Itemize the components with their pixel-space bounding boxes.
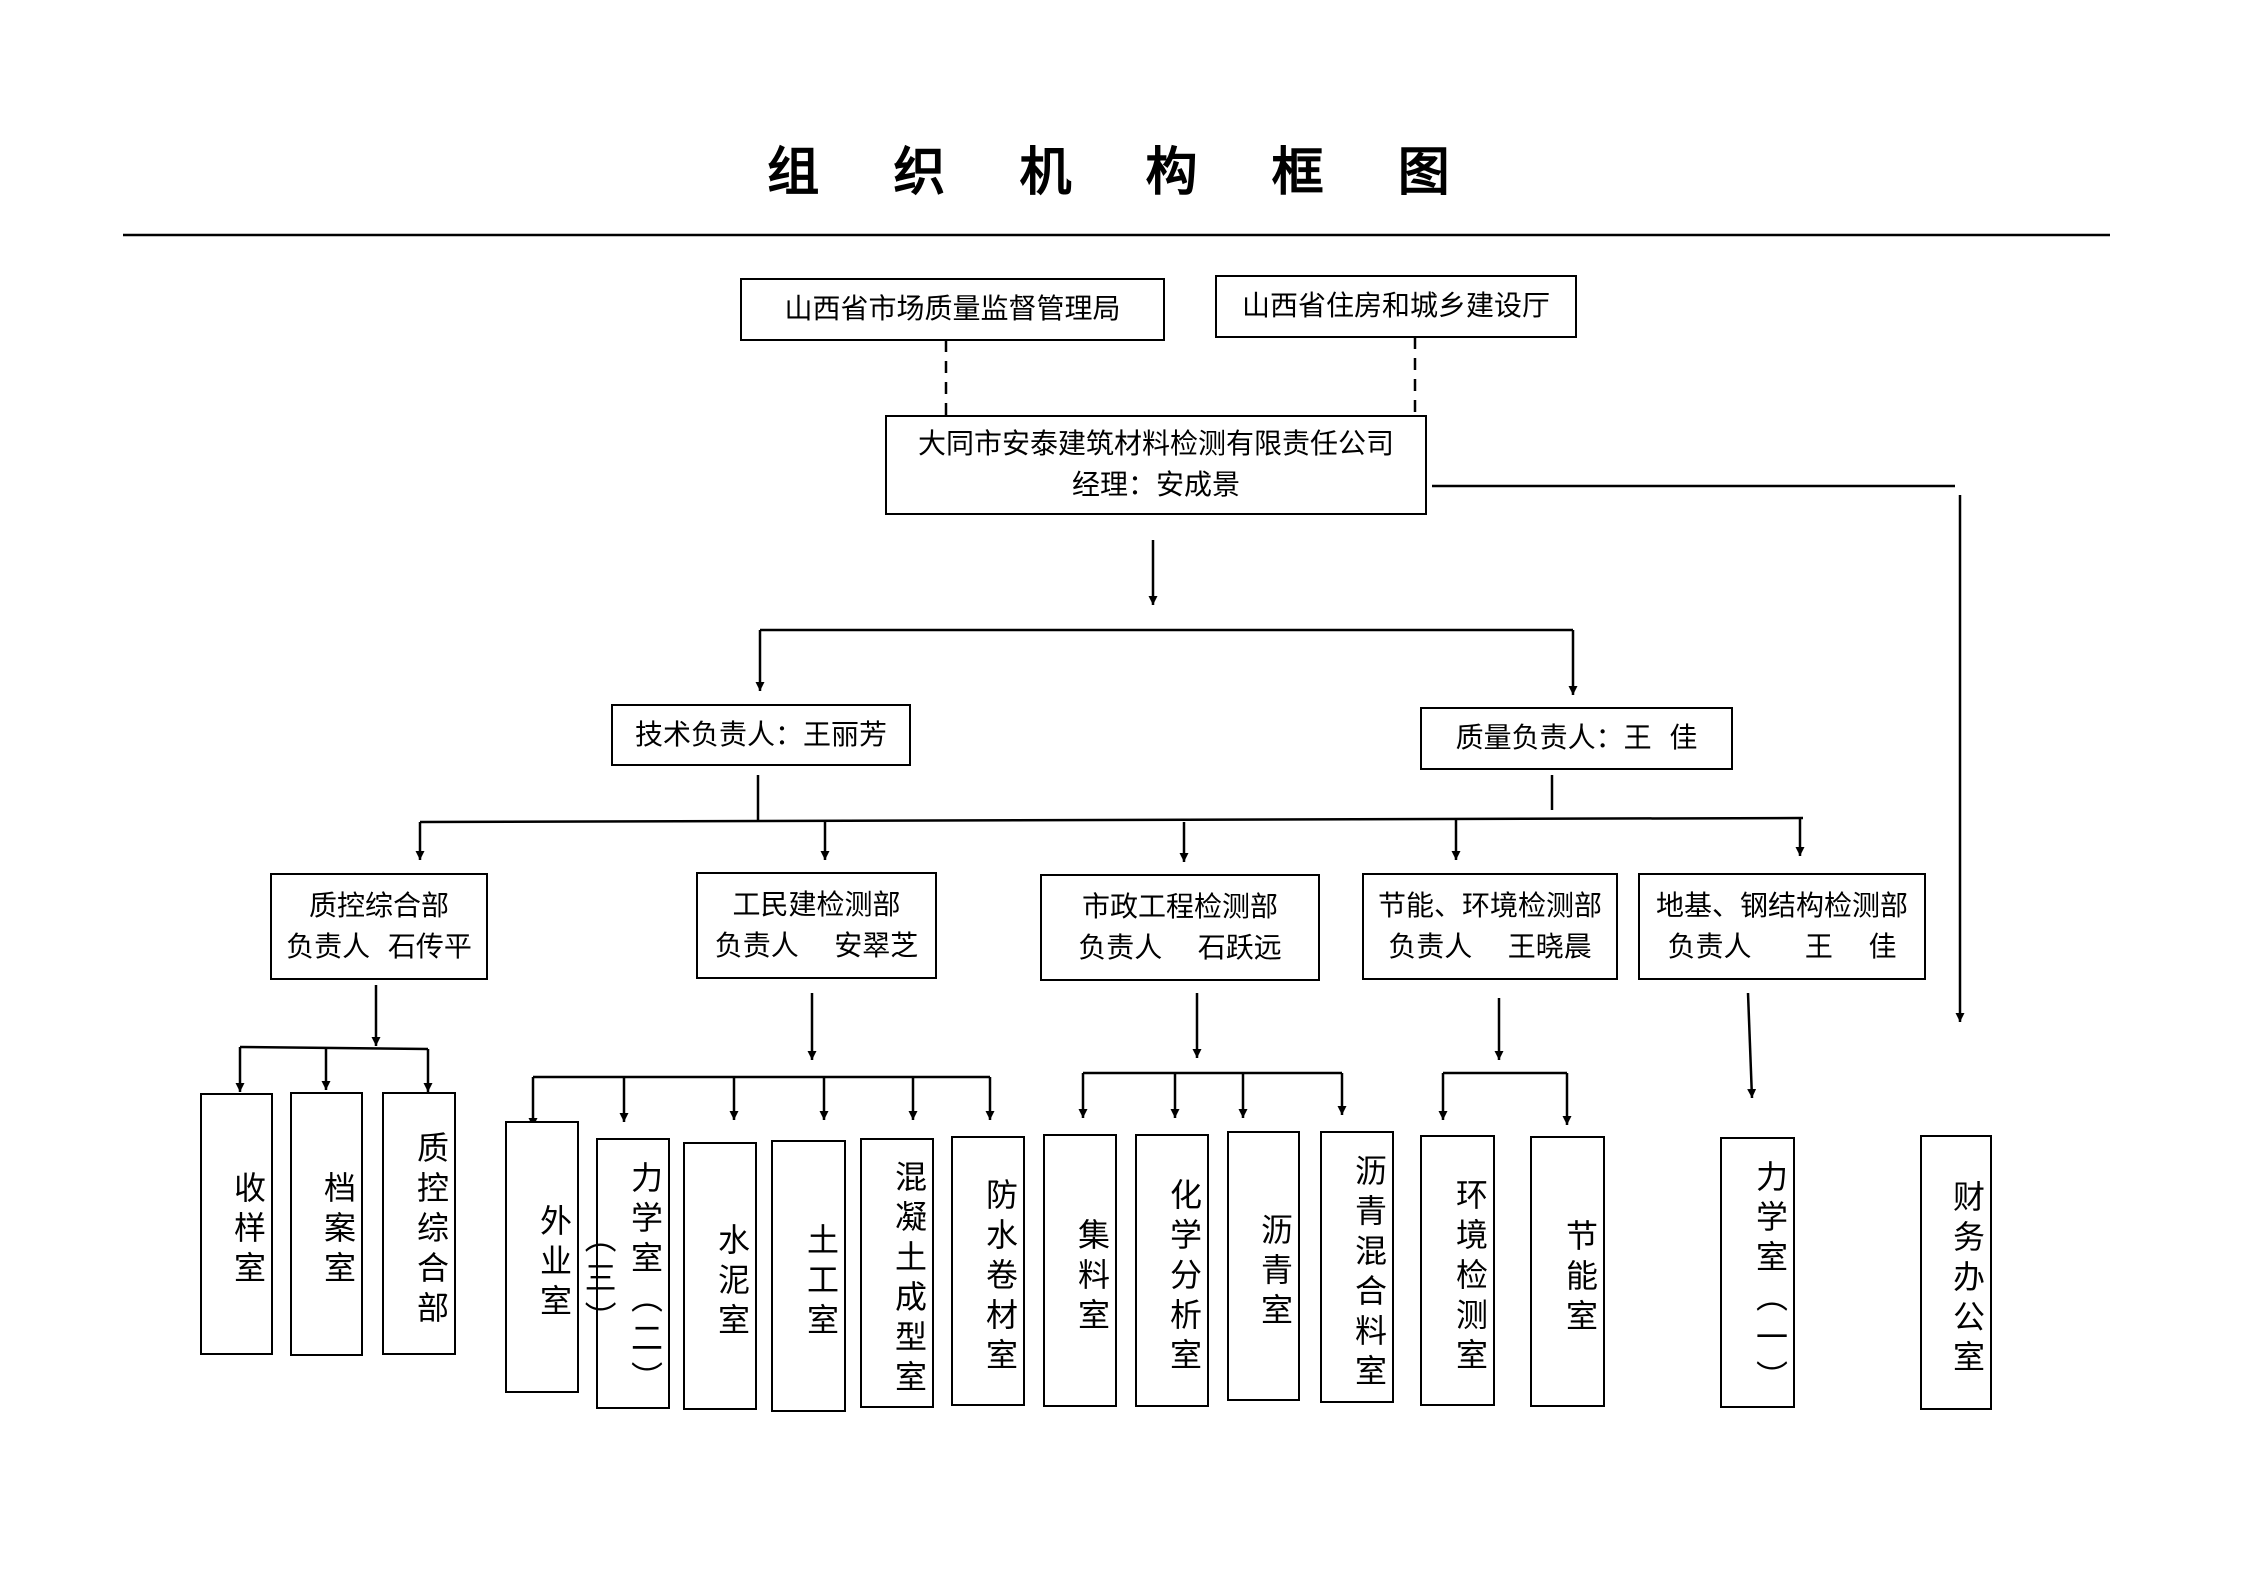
department-municipal-engineering: 市政工程检测部 负责人 石跃远	[1040, 874, 1320, 981]
department-head: 负责人 石跃远	[1078, 930, 1282, 964]
room-label: 集料室	[1073, 1217, 1111, 1338]
quality-lead-label: 质量负责人：王 佳	[1455, 721, 1698, 755]
room-label: 沥青室	[1256, 1213, 1294, 1333]
room-sample-receiving: 收样室	[200, 1093, 273, 1355]
room-archives: 档案室	[290, 1092, 363, 1356]
room-label: 节能室	[1561, 1218, 1599, 1339]
room-concrete-molding: 混凝土成型室	[860, 1138, 934, 1408]
room-label: 混凝土成型室	[890, 1160, 928, 1400]
room-label: 防水卷材室	[981, 1178, 1019, 1378]
department-name: 质控综合部	[308, 888, 449, 922]
qc-rooms-bus	[239, 1045, 429, 1051]
room-waterproof-membrane: 防水卷材室	[951, 1136, 1025, 1406]
department-quality-control: 质控综合部 负责人 石传平	[270, 873, 488, 980]
room-label: 水泥室	[713, 1223, 751, 1343]
department-head: 负责人 王 佳	[1667, 929, 1897, 963]
room-label: 化学分析室	[1165, 1177, 1203, 1378]
foundation-down-arrow	[1746, 992, 1757, 1099]
room-energy-saving: 节能室	[1530, 1136, 1605, 1407]
room-aggregate: 集料室	[1043, 1134, 1117, 1407]
department-name: 地基、钢结构检测部	[1655, 888, 1908, 922]
room-mechanics-1: 力学室（一）	[1720, 1137, 1795, 1408]
department-name: 工民建检测部	[732, 887, 901, 921]
room-label: 力学室（二）（三）	[579, 1160, 664, 1401]
room-field-work: 外业室	[505, 1121, 579, 1393]
departments-bus	[419, 816, 1804, 824]
company-manager: 经理：安成景	[1071, 468, 1240, 501]
authority-market-label: 山西省市场质量监督管理局	[784, 292, 1121, 326]
room-label: 外业室	[535, 1204, 573, 1324]
department-head: 负责人 石传平	[286, 929, 472, 963]
room-label: 质控综合部	[412, 1130, 450, 1331]
authority-market-regulation: 山西省市场质量监督管理局	[740, 278, 1165, 341]
room-geotechnical: 土工室	[771, 1140, 846, 1412]
room-label: 土工室	[802, 1223, 840, 1343]
room-label: 环境检测室	[1451, 1177, 1489, 1378]
room-quality-control: 质控综合部	[382, 1092, 456, 1355]
department-name: 节能、环境检测部	[1377, 888, 1602, 922]
room-asphalt: 沥青室	[1227, 1131, 1300, 1401]
department-name: 市政工程检测部	[1081, 889, 1278, 923]
room-label: 收样室	[229, 1171, 267, 1291]
technical-lead-box: 技术负责人：王丽芳	[611, 704, 911, 766]
technical-lead-label: 技术负责人：王丽芳	[634, 717, 887, 751]
room-environment-testing: 环境检测室	[1420, 1135, 1495, 1406]
room-asphalt-mixture: 沥青混合料室	[1320, 1131, 1394, 1403]
room-mechanics-2-3: 力学室（二）（三）	[580, 1138, 670, 1409]
department-head: 负责人 王晓晨	[1388, 929, 1592, 963]
company-name: 大同市安泰建筑材料检测有限责任公司	[917, 427, 1394, 461]
room-label: 力学室（一）	[1751, 1159, 1789, 1400]
department-civil-construction: 工民建检测部 负责人 安翠芝	[696, 872, 937, 979]
authority-housing-construction: 山西省住房和城乡建设厅	[1215, 275, 1577, 338]
company-box: 大同市安泰建筑材料检测有限责任公司 经理：安成景	[885, 415, 1427, 515]
department-energy-environment: 节能、环境检测部 负责人 王晓晨	[1362, 873, 1618, 980]
room-chemical-analysis: 化学分析室	[1135, 1134, 1209, 1407]
room-label: 财务办公室	[1948, 1179, 1986, 1380]
room-label: 档案室	[319, 1171, 357, 1291]
room-cement: 水泥室	[683, 1142, 757, 1410]
department-head: 负责人 安翠芝	[714, 928, 919, 962]
department-foundation-steel: 地基、钢结构检测部 负责人 王 佳	[1638, 873, 1926, 980]
authority-housing-label: 山西省住房和城乡建设厅	[1241, 289, 1550, 323]
quality-lead-box: 质量负责人：王 佳	[1420, 707, 1733, 770]
room-finance-office: 财务办公室	[1920, 1135, 1992, 1410]
room-label: 沥青混合料室	[1350, 1154, 1388, 1394]
page-title: 组 织 机 构 框 图	[767, 142, 1478, 203]
